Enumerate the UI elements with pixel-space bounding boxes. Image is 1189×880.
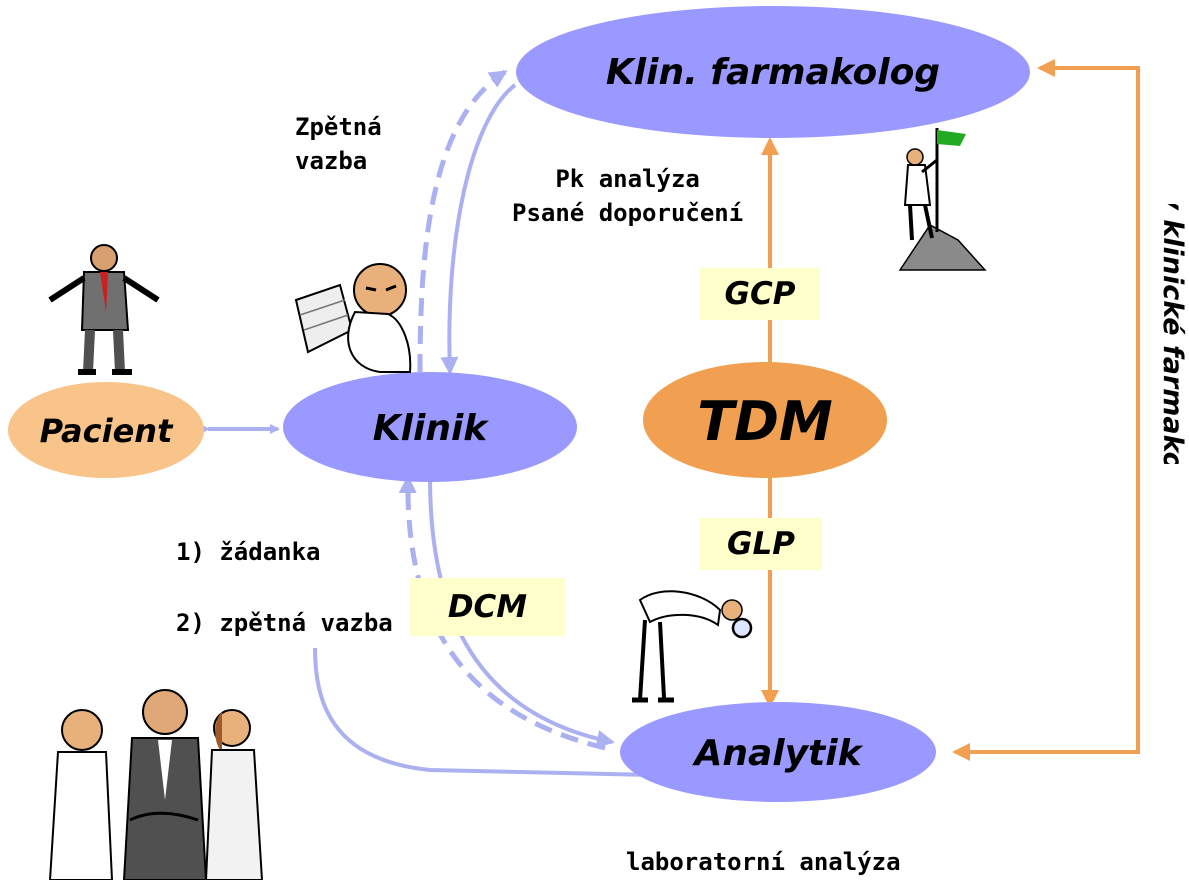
request-feedback-label: 2) zpětná vazba (176, 609, 393, 637)
institute-connector (952, 66, 1140, 761)
analytik-label: Analytik (691, 733, 863, 774)
pacient-label: Pacient (40, 412, 174, 450)
klinik-node (283, 372, 577, 482)
pk-line1: Pk analýza (555, 165, 700, 193)
pk-analysis-label: Pk analýza Psané doporučení (512, 162, 743, 230)
summit-flag-icon (898, 128, 987, 271)
farmakolog-klinik-solid (440, 83, 517, 375)
analytik-node (620, 702, 936, 802)
klinik-farmakolog-dashed (417, 69, 508, 373)
clinician-papers-icon (294, 263, 412, 373)
tdm-node (643, 362, 887, 478)
institute-label: Ústav klinické farmakologie (1157, 204, 1189, 464)
feedback-label: Zpětná vazba (295, 110, 382, 178)
pk-line2: Psané doporučení (512, 199, 744, 227)
request-label: 1) žádanka (176, 538, 321, 566)
klinik-label: Klinik (373, 408, 490, 449)
dcm-tag: DCM (410, 578, 565, 636)
feedback-line2: vazba (295, 147, 368, 175)
lab-analysis-label: laboratorní analýza (626, 848, 901, 876)
feedback-line1: Zpětná (295, 113, 382, 141)
farmakolog-node (516, 6, 1030, 138)
gcp-tag: GCP (700, 268, 820, 320)
institute-label-svg: Ústav klinické farmakologie (1157, 204, 1189, 464)
klinik-analytik-solid (428, 477, 615, 748)
analyst-magnifier-icon (632, 590, 753, 703)
team-people-icon (48, 689, 264, 880)
patient-figure-icon (48, 244, 160, 375)
pacient-node (8, 382, 204, 478)
farmakolog-label: Klin. farmakolog (606, 52, 940, 93)
tdm-label: TDM (697, 390, 832, 453)
feedback-curve (313, 647, 651, 777)
glp-tag: GLP (700, 518, 822, 570)
